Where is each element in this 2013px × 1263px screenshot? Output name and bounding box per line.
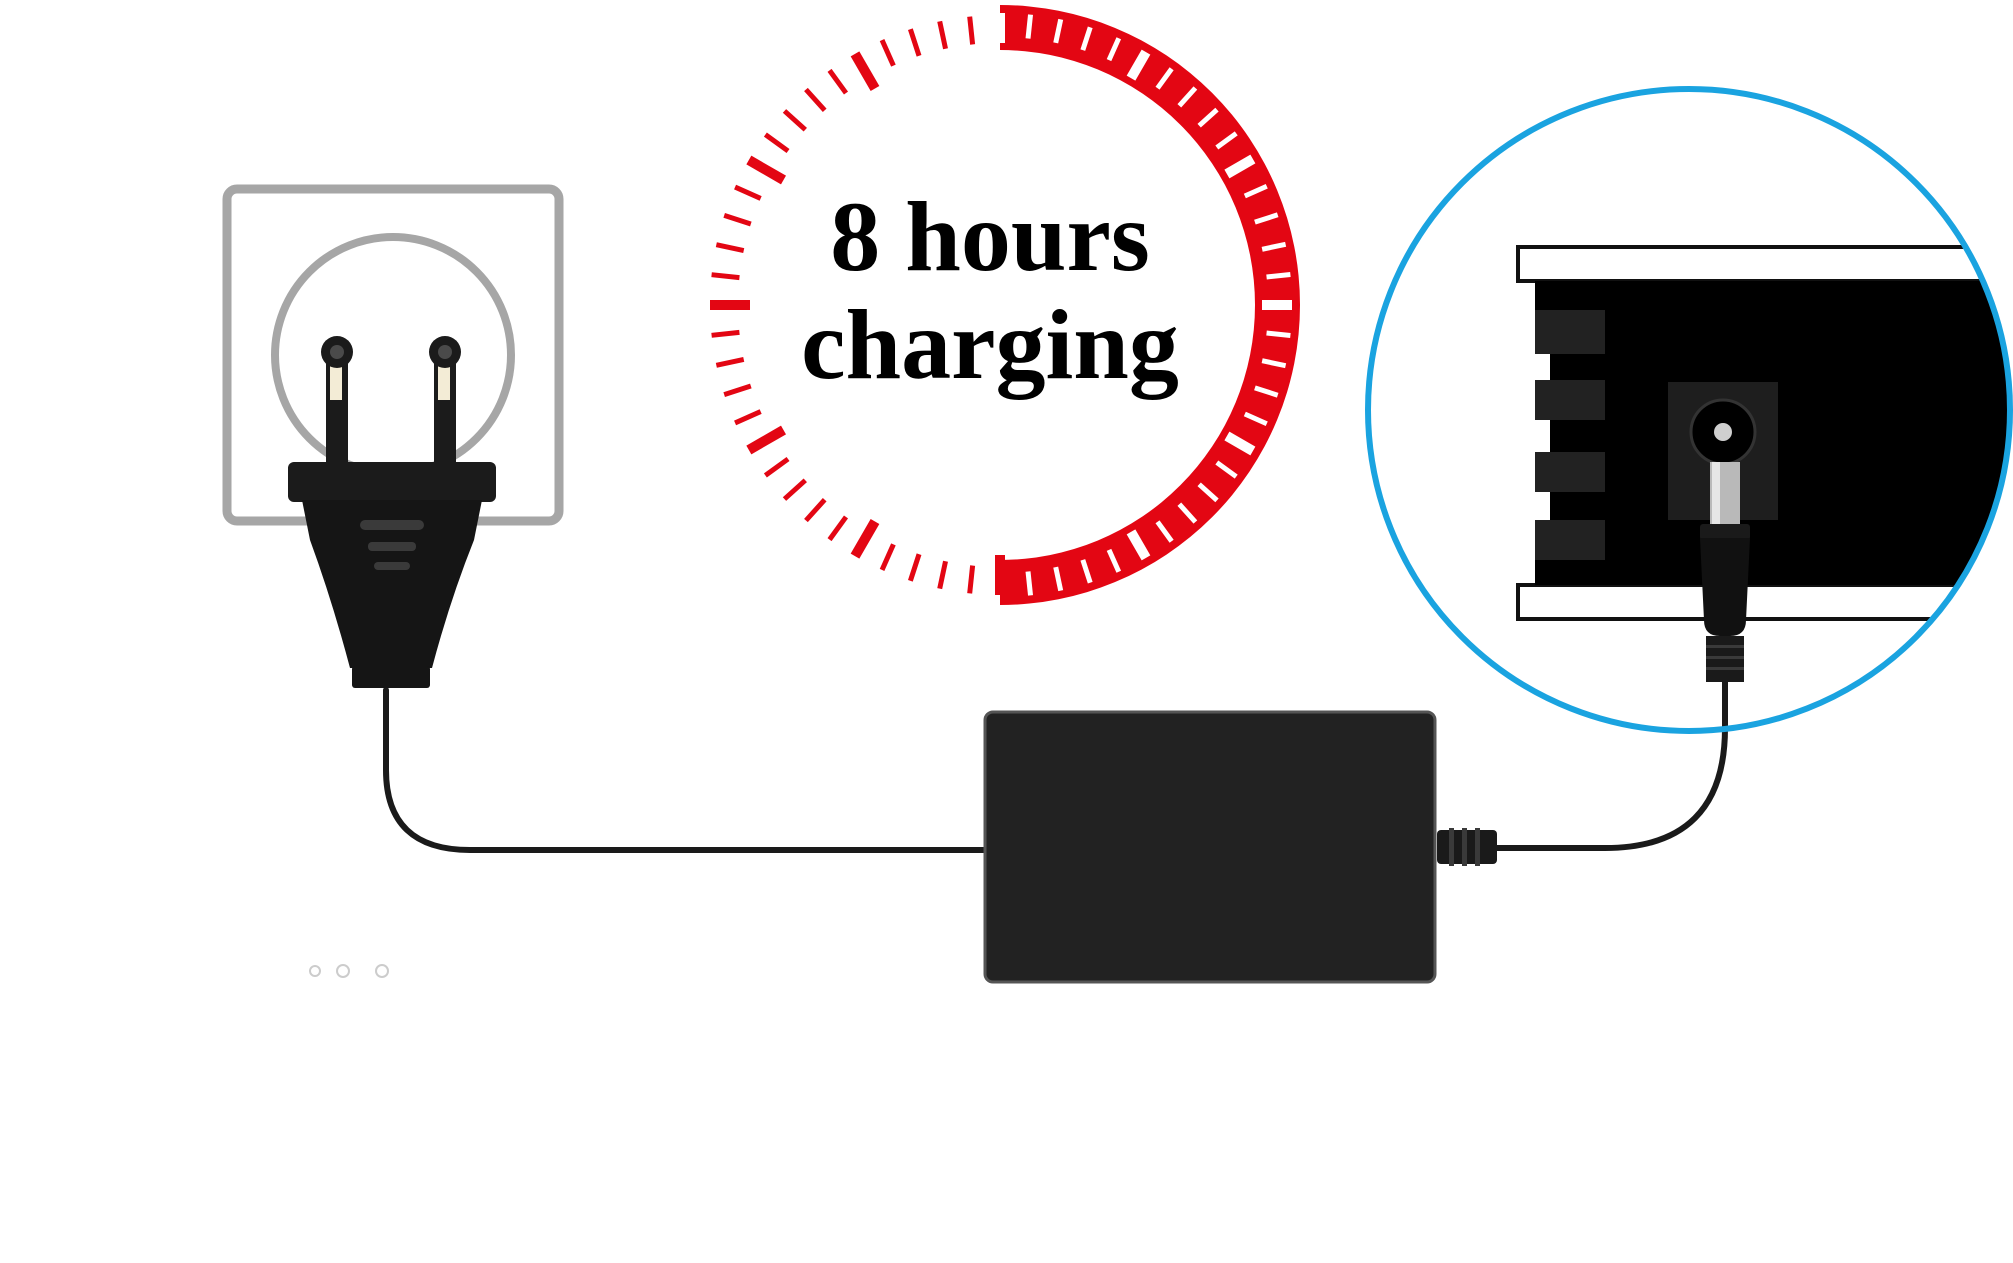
timer-minor-tick [763, 132, 790, 154]
timer-minor-tick [715, 357, 745, 368]
timer-minor-tick [734, 184, 762, 201]
timer-minor-tick [1215, 460, 1238, 479]
timer-minor-tick [1197, 107, 1219, 128]
timer-minor-tick [967, 16, 976, 45]
timer-minor-tick [827, 68, 849, 95]
timer-minor-tick [1025, 571, 1034, 596]
timer-minor-tick [804, 87, 827, 112]
timer-major-tick [746, 155, 786, 185]
timer-minor-tick [1215, 131, 1238, 150]
ac-cable [383, 687, 993, 853]
timer-minor-tick [1266, 271, 1291, 280]
timer-minor-tick [879, 39, 896, 67]
timer-minor-tick [1254, 212, 1279, 225]
timer-minor-tick [908, 28, 922, 57]
dc-connector-icon [1700, 462, 1750, 682]
timer-minor-tick [1106, 37, 1122, 62]
timer-minor-tick [1177, 502, 1198, 524]
timer-minor-tick [1266, 330, 1291, 339]
timer-minor-tick [782, 478, 807, 501]
timer-minor-tick [879, 543, 896, 571]
power-adapter-icon [983, 710, 1497, 984]
timer-minor-tick [1080, 559, 1093, 584]
timer-minor-tick [711, 329, 740, 338]
timer-minor-tick [937, 20, 948, 50]
zoom-ring [1365, 86, 2013, 734]
timer-minor-tick [1197, 482, 1219, 503]
dc-cable [1494, 672, 1728, 851]
timer-minor-tick [967, 565, 976, 594]
timer-dial-icon [710, 5, 1300, 605]
timer-minor-tick [827, 515, 849, 542]
caption-line-1: 8 hours [830, 181, 1150, 292]
timer-minor-tick [782, 109, 807, 132]
timer-minor-tick [1155, 67, 1174, 90]
timer-minor-tick [1261, 241, 1287, 252]
timer-minor-tick [1243, 183, 1268, 199]
timer-minor-tick [937, 560, 948, 590]
timer-minor-tick [1155, 520, 1174, 543]
timer-minor-tick [1053, 566, 1064, 592]
timer-minor-tick [1025, 14, 1034, 39]
timer-major-tick [1224, 154, 1256, 179]
timer-minor-tick [763, 456, 790, 478]
timer-minor-tick [1106, 548, 1122, 573]
timer-minor-tick [715, 242, 745, 253]
caption-line-2: charging [801, 289, 1179, 400]
timer-major-tick [746, 425, 786, 455]
timer-major-tick [1126, 49, 1151, 81]
timer-minor-tick [1254, 385, 1279, 398]
timer-minor-tick [734, 409, 762, 426]
timer-minor-tick [723, 213, 752, 227]
timer-minor-tick [1053, 18, 1064, 44]
timer-filled-band [1000, 5, 1300, 605]
zoom-detail [1516, 245, 2010, 621]
plug-icon [288, 336, 496, 688]
timer-major-tick [850, 51, 880, 91]
timer-minor-tick [1080, 26, 1093, 51]
timer-minor-tick [723, 383, 752, 397]
faint-marks [309, 964, 389, 978]
timer-minor-tick [804, 498, 827, 523]
timer-minor-tick [1243, 411, 1268, 427]
timer-major-tick [850, 519, 880, 559]
timer-minor-tick [908, 553, 922, 582]
timer-major-tick [1224, 431, 1256, 456]
timer-major-tick [1126, 529, 1151, 561]
timer-minor-tick [1177, 86, 1198, 108]
timer-minor-tick [711, 272, 740, 281]
timer-minor-tick [1261, 358, 1287, 369]
